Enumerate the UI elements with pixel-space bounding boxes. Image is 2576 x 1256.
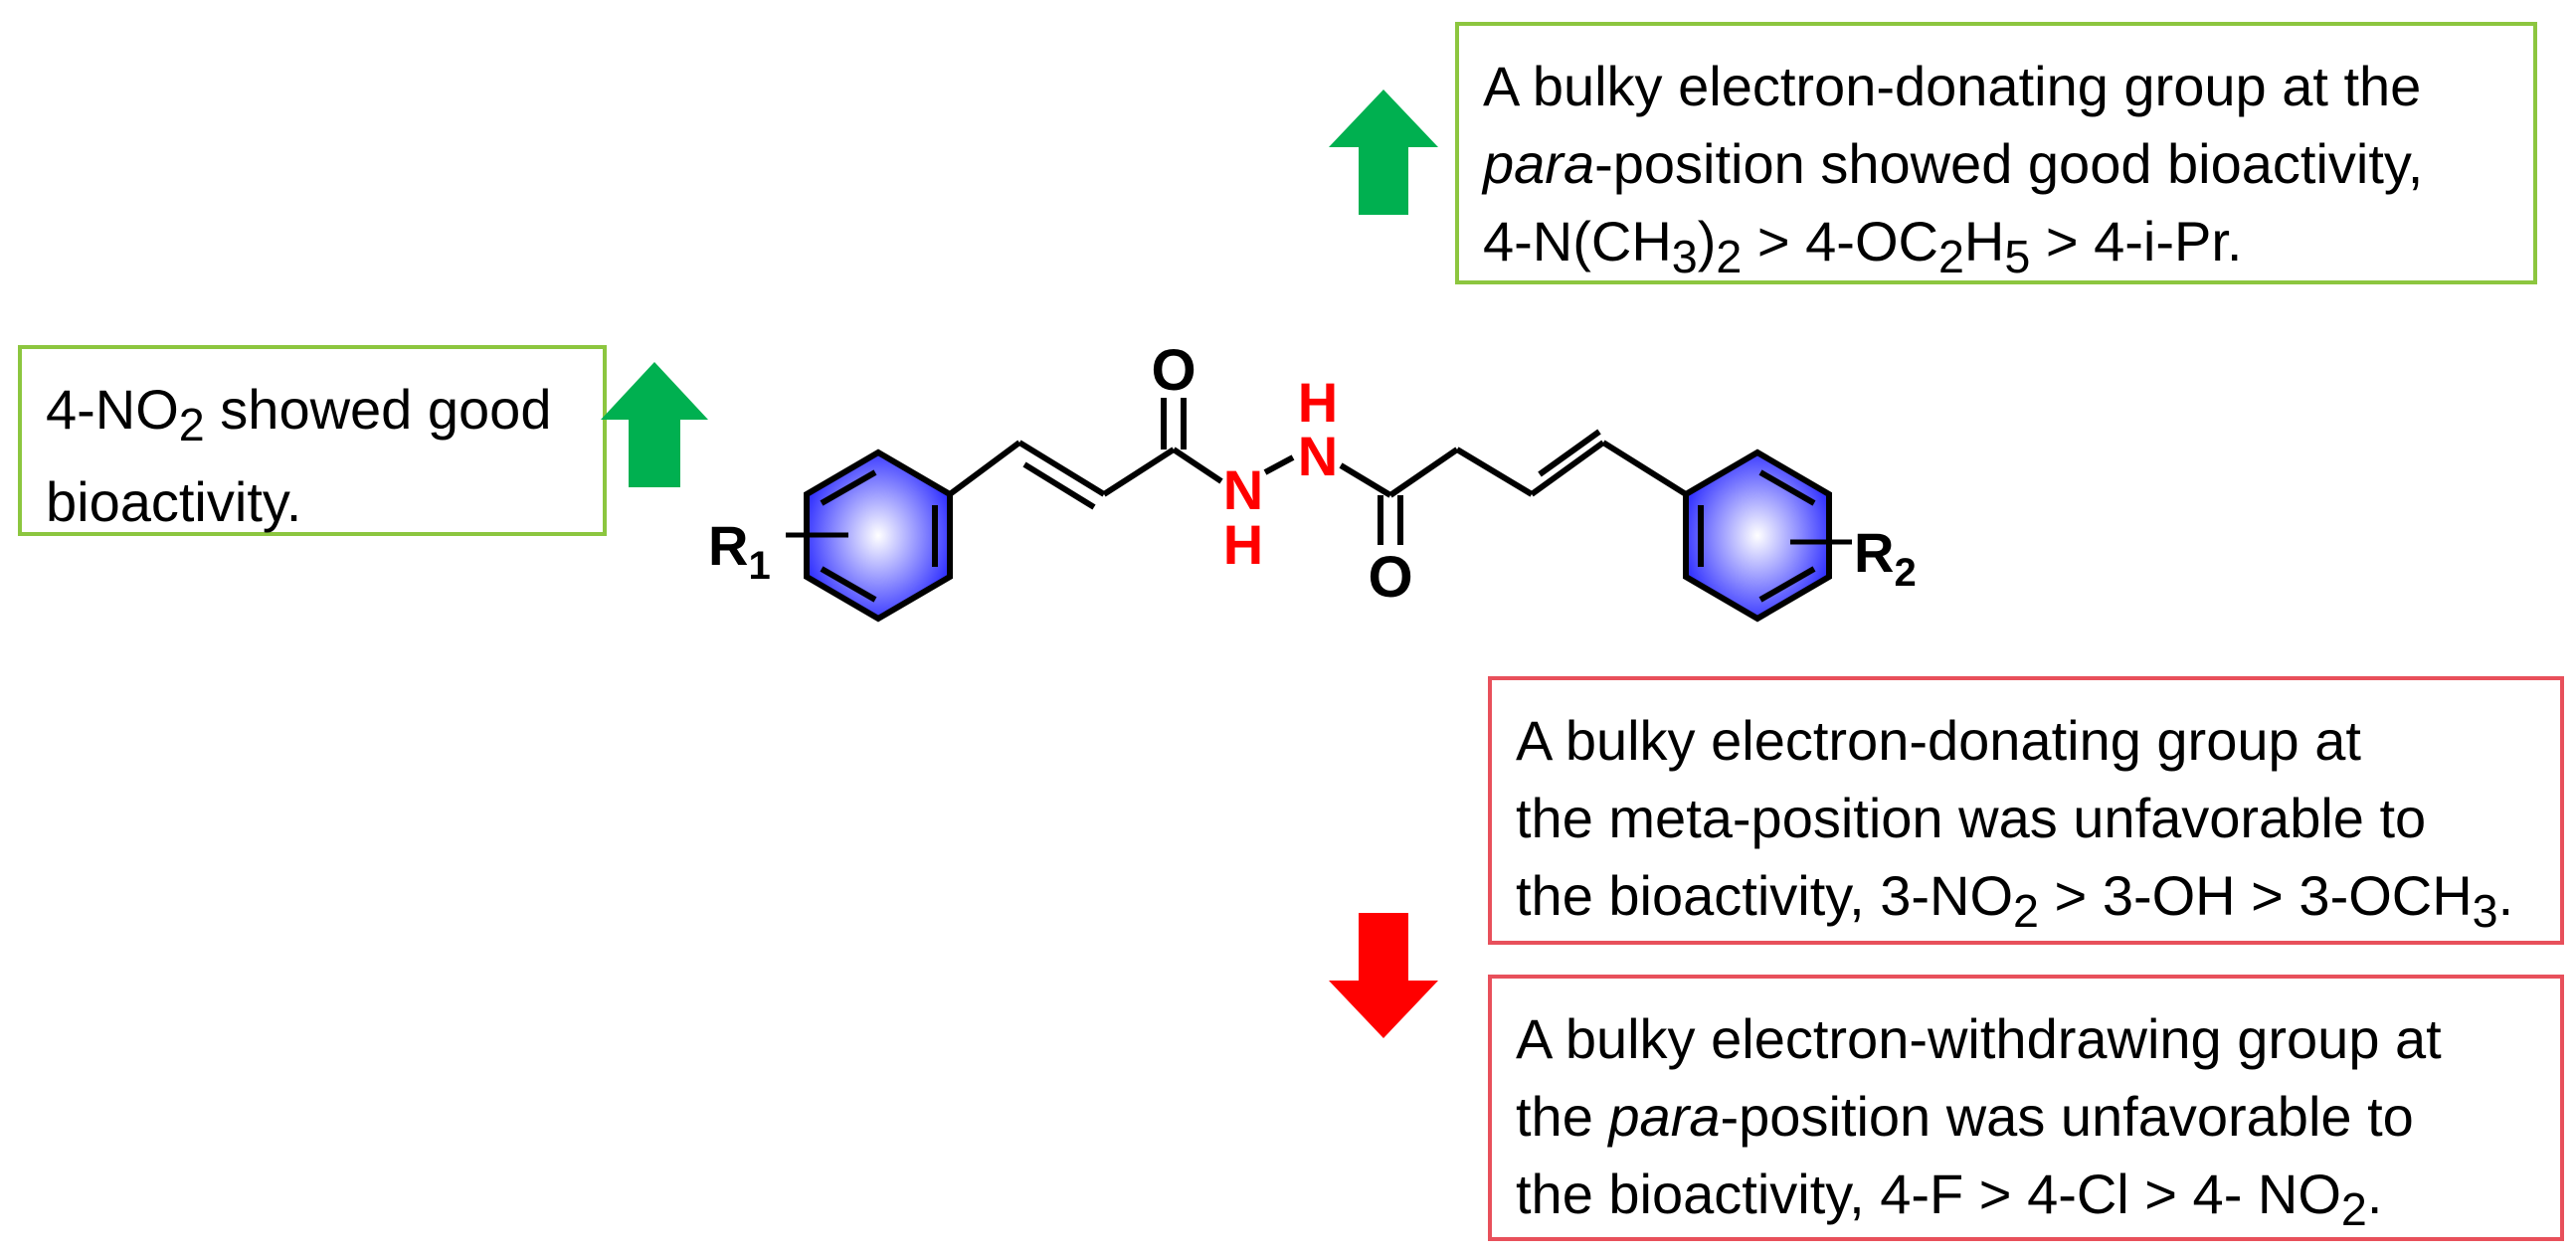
ring-inner-bond: [820, 469, 877, 506]
note-text: A bulky electron-donating group at: [1516, 709, 2361, 772]
note-text: > 4-OC: [1742, 210, 1938, 272]
note-text: A bulky electron-withdrawing group at: [1516, 1007, 2442, 1070]
note-line: the para-position was unfavorable to: [1516, 1078, 2536, 1156]
up-arrow-icon: [1329, 90, 1438, 215]
bond: [1455, 447, 1534, 497]
r2-label: R2: [1854, 521, 1917, 595]
note-text: the bioactivity, 3-NO: [1516, 864, 2014, 927]
bond: [1263, 454, 1295, 475]
note-text: .: [2497, 864, 2514, 927]
subscript: 2: [2340, 1183, 2367, 1236]
hydrogen-1: H: [1223, 513, 1263, 576]
note-line: A bulky electron-donating group at: [1516, 702, 2536, 780]
up-arrow-icon: [601, 362, 708, 487]
note-line: A bulky electron-donating group at the: [1483, 48, 2509, 125]
note-text-italic: para: [1608, 1085, 1721, 1148]
ring-inner-bond: [1758, 566, 1816, 603]
ring-inner-bond: [820, 566, 877, 603]
oxygen-bottom: O: [1368, 545, 1412, 610]
note-text: > 4-i-Pr.: [2030, 210, 2243, 272]
subscript: 2: [2013, 885, 2039, 938]
note-text: .: [2366, 1163, 2383, 1225]
r1-letter: R: [708, 514, 748, 577]
note-text: showed good: [204, 378, 552, 441]
note-line: para-position showed good bioactivity,: [1483, 125, 2509, 203]
nitrogen-2: N: [1298, 425, 1338, 487]
double-bond: [1538, 429, 1601, 477]
note-para-electron-donating: A bulky electron-donating group at the p…: [1455, 22, 2537, 284]
r1-subscript: 1: [748, 544, 770, 588]
note-nitro: 4-NO2 showed good bioactivity.: [18, 345, 607, 536]
note-text: H: [1963, 210, 2005, 272]
note-text: the: [1516, 1085, 1609, 1148]
note-text: -position was unfavorable to: [1720, 1085, 2414, 1148]
double-bond: [1022, 461, 1096, 510]
subscript: 3: [1671, 231, 1698, 283]
ring-inner-bond: [1758, 469, 1816, 506]
nitrogen-1: N: [1223, 458, 1263, 521]
subscript: 5: [2004, 231, 2031, 283]
r2-letter: R: [1854, 521, 1894, 584]
bond: [1102, 447, 1176, 497]
note-text: the meta-position was unfavorable to: [1516, 787, 2427, 849]
note-line: 4-NO2 showed good: [46, 371, 579, 463]
bond: [1530, 440, 1605, 497]
bond: [1339, 462, 1392, 498]
bond: [948, 440, 1021, 497]
r1-label: R1: [708, 514, 771, 588]
note-text: bioactivity.: [46, 470, 302, 534]
subscript: 2: [178, 399, 205, 451]
note-line: A bulky electron-withdrawing group at: [1516, 1000, 2536, 1078]
note-text: 4-N(CH: [1483, 210, 1672, 272]
note-para-electron-withdrawing: A bulky electron-withdrawing group at th…: [1488, 975, 2564, 1241]
bond: [1172, 447, 1223, 484]
bond: [1017, 440, 1106, 497]
r2-subscript: 2: [1894, 551, 1916, 595]
subscript: 2: [1937, 231, 1964, 283]
note-text: ): [1697, 210, 1717, 272]
note-line: the meta-position was unfavorable to: [1516, 780, 2536, 857]
note-line: bioactivity.: [46, 463, 579, 541]
note-text: -position showed good bioactivity,: [1594, 132, 2424, 195]
note-text-italic: para: [1483, 132, 1595, 195]
note-text: > 3-OH > 3-OCH: [2039, 864, 2473, 927]
bond: [1388, 447, 1459, 498]
bond: [1601, 440, 1688, 497]
note-text: A bulky electron-donating group at the: [1483, 55, 2422, 117]
subscript: 3: [2472, 885, 2498, 938]
note-line: the bioactivity, 3-NO2 > 3-OH > 3-OCH3.: [1516, 857, 2536, 950]
hydrogen-2: H: [1298, 371, 1338, 434]
down-arrow-icon: [1329, 913, 1438, 1038]
note-line: 4-N(CH3)2 > 4-OC2H5 > 4-i-Pr.: [1483, 203, 2509, 295]
oxygen-top: O: [1151, 338, 1196, 403]
note-text: 4-NO: [46, 378, 179, 441]
note-text: the bioactivity, 4-F > 4-Cl > 4- NO: [1516, 1163, 2341, 1225]
note-line: the bioactivity, 4-F > 4-Cl > 4- NO2.: [1516, 1156, 2536, 1248]
note-meta-position: A bulky electron-donating group at the m…: [1488, 676, 2564, 945]
subscript: 2: [1716, 231, 1743, 283]
right-benzene-ring: [1683, 449, 1832, 623]
